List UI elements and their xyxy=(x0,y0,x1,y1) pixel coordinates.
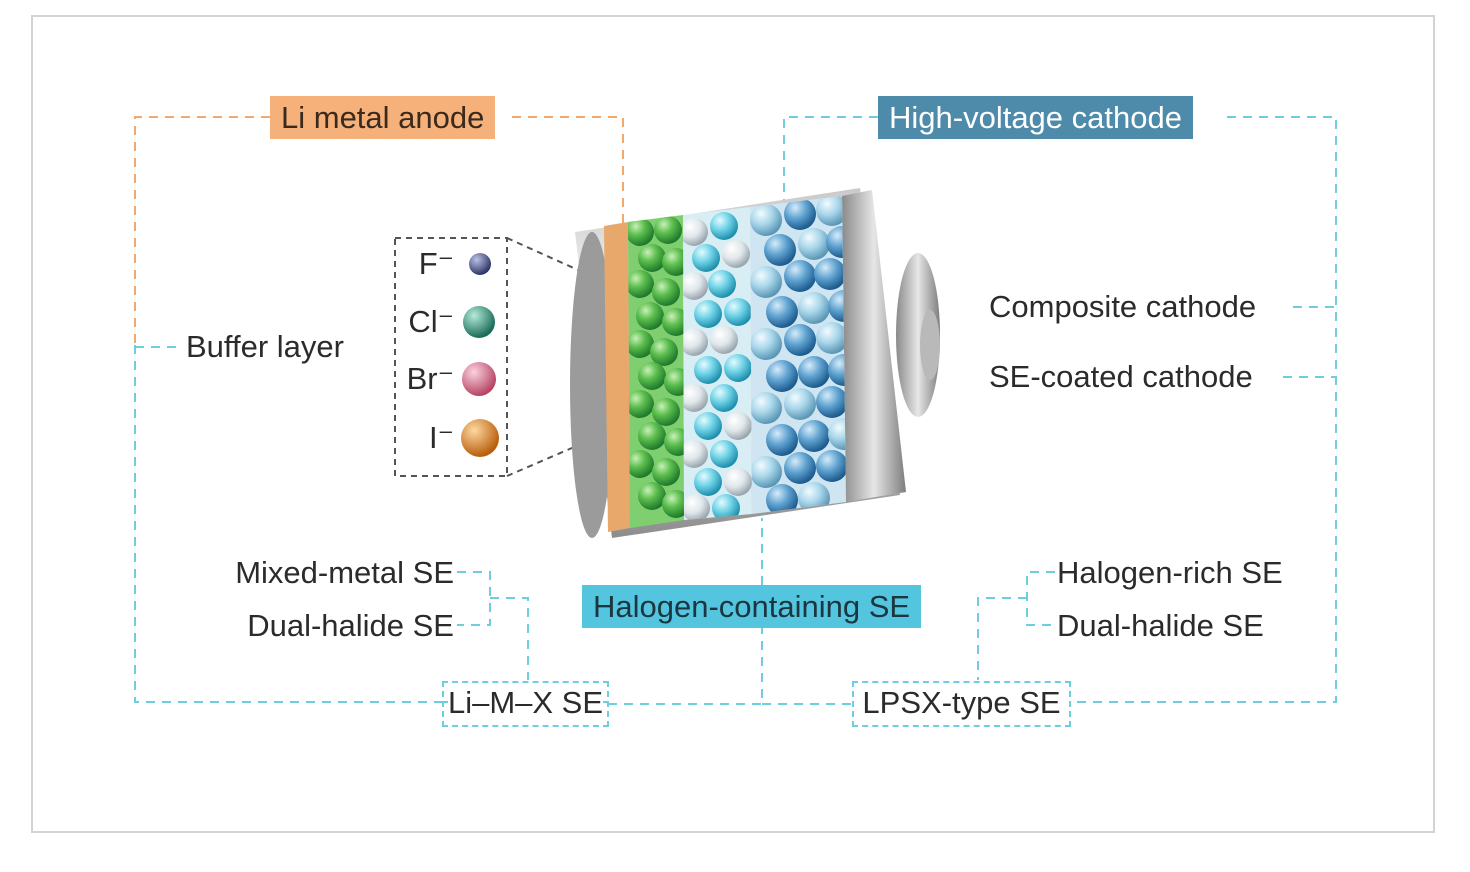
legend-f-sphere xyxy=(469,253,491,275)
anode-connector-lines xyxy=(134,116,624,345)
legend-f-label: F⁻ xyxy=(418,246,454,281)
halogen-rich-se-label: Halogen-rich SE xyxy=(1057,555,1283,590)
composite-cathode-label: Composite cathode xyxy=(989,289,1257,324)
solid-electrolyte-particles xyxy=(683,212,752,520)
li-m-x-se-box: Li–M–X SE xyxy=(442,681,609,727)
buffer-layer-particles xyxy=(628,216,684,518)
cathode-tag: High-voltage cathode xyxy=(878,96,1193,139)
buffer-layer-label: Buffer layer xyxy=(186,329,344,364)
legend-cl-sphere xyxy=(463,306,495,338)
mixed-metal-se-label: Mixed-metal SE xyxy=(235,555,454,590)
legend-br-sphere xyxy=(462,362,496,396)
battery-cell xyxy=(570,188,940,538)
cathode-particles xyxy=(750,196,846,514)
legend-cl-label: Cl⁻ xyxy=(408,304,454,339)
se-coated-cathode-label: SE-coated cathode xyxy=(989,359,1253,394)
legend-i-sphere xyxy=(461,419,499,457)
lpsx-type-se-box: LPSX-type SE xyxy=(852,681,1071,727)
legend-i-label: I⁻ xyxy=(429,420,454,455)
se-connector-lines xyxy=(134,116,1337,705)
dual-halide-se-right-label: Dual-halide SE xyxy=(1057,608,1264,643)
dual-halide-se-left-label: Dual-halide SE xyxy=(247,608,454,643)
halogen-se-tag: Halogen-containing SE xyxy=(582,585,922,628)
legend-br-label: Br⁻ xyxy=(406,361,454,396)
anode-tag: Li metal anode xyxy=(270,96,496,139)
